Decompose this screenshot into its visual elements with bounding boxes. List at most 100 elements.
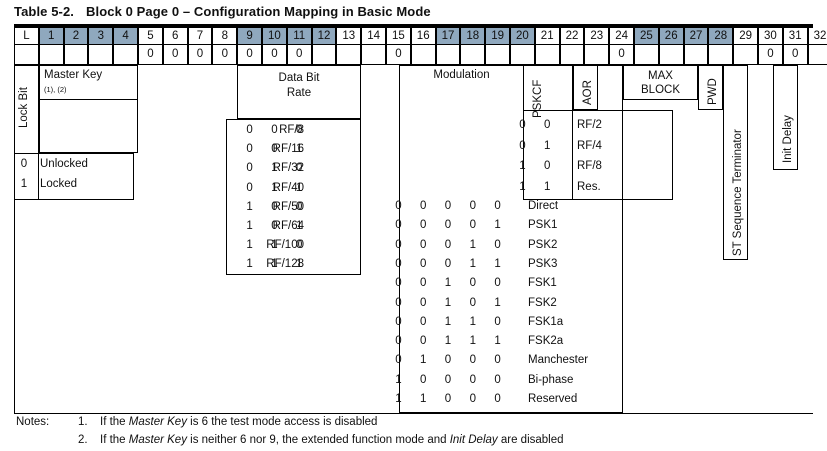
pskcf-name: RF/8 <box>577 160 602 172</box>
modulation-bit: 0 <box>419 335 427 348</box>
data-bit-rate-name: RF/40 <box>272 181 304 194</box>
modulation-label: Modulation <box>433 69 490 81</box>
modulation-bit: 0 <box>494 354 501 367</box>
data-bit-rate-bit: 0 <box>295 162 303 175</box>
modulation-bit: 1 <box>444 277 452 290</box>
modulation-name: FSK1a <box>528 315 564 328</box>
fixed-bit-cell-19 <box>485 45 510 65</box>
fixed-bit-cell-3 <box>88 45 114 65</box>
modulation-bit: 1 <box>494 296 501 309</box>
note-number-1: 1. <box>78 416 88 428</box>
fixed-bit-cell-lock <box>14 45 39 65</box>
modulation-bit: 0 <box>444 219 452 232</box>
modulation-bit: 0 <box>494 277 501 290</box>
fixed-bit-cell-7: 0 <box>187 45 213 65</box>
header-cell-13: 13 <box>336 28 362 45</box>
st-sequence-terminator-label: ST Sequence Terminator <box>732 129 744 256</box>
fixed-bit-cell-10: 0 <box>262 45 287 65</box>
modulation-bit: 0 <box>444 393 452 405</box>
modulation-bit: 0 <box>395 257 402 270</box>
fixed-bit-cell-23 <box>584 45 610 65</box>
header-cell-27: 27 <box>683 28 709 45</box>
modulation-bit: 1 <box>469 335 476 348</box>
fixed-bit-cell-13 <box>336 45 362 65</box>
data-bit-rate-bit: 0 <box>246 143 253 156</box>
modulation-bit: 0 <box>469 373 476 386</box>
modulation-bit: 1 <box>494 335 501 348</box>
fixed-bit-cell-2 <box>63 45 89 65</box>
data-bit-rate-bit: 0 <box>271 200 278 213</box>
fixed-bit-cell-8: 0 <box>212 45 238 65</box>
pskcf-name: Res. <box>577 180 601 193</box>
modulation-bit: 1 <box>469 238 476 251</box>
modulation-name: FSK1 <box>528 277 557 290</box>
header-cell-21: 21 <box>534 28 560 45</box>
modulation-bit: 1 <box>419 354 427 367</box>
notes-separator <box>14 413 813 414</box>
modulation-bit: 1 <box>469 257 476 270</box>
data-bit-rate-bit: 1 <box>271 258 278 271</box>
header-cell-1: 1 <box>38 28 64 45</box>
data-bit-rate-bit: 1 <box>295 181 303 194</box>
header-cell-19: 19 <box>485 28 510 45</box>
modulation-bit: 0 <box>395 335 402 348</box>
modulation-bit: 1 <box>444 315 452 328</box>
fixed-bit-cell-27 <box>683 45 709 65</box>
data-bit-rate-bit: 1 <box>295 258 303 271</box>
modulation-bit: 1 <box>444 296 452 309</box>
pskcf-bit: 1 <box>543 139 551 152</box>
modulation-bit: 0 <box>444 238 452 251</box>
modulation-bit: 0 <box>419 238 427 251</box>
fixed-bit-cell-24: 0 <box>609 45 634 65</box>
lock-bit-value-name-0: Unlocked <box>40 158 88 170</box>
header-cell-25: 25 <box>634 28 659 45</box>
modulation-name: PSK1 <box>528 219 558 232</box>
modulation-bit: 0 <box>395 315 402 328</box>
fixed-bit-cell-18 <box>460 45 486 65</box>
pskcf-bit: 0 <box>543 119 551 131</box>
header-cell-28: 28 <box>708 28 734 45</box>
data-bit-rate-bit: 1 <box>246 239 253 252</box>
fixed-bit-cell-29 <box>733 45 758 65</box>
modulation-bit: 0 <box>444 354 452 367</box>
header-cell-7: 7 <box>187 28 213 45</box>
data-bit-rate-bit: 1 <box>271 239 278 252</box>
header-cell-10: 10 <box>262 28 287 45</box>
fixed-bit-cell-32 <box>807 45 827 65</box>
fixed-bit-cell-21 <box>534 45 560 65</box>
pskcf-bit: 0 <box>519 119 526 131</box>
fixed-bit-cell-22 <box>559 45 585 65</box>
data-bit-rate-bit: 0 <box>246 162 253 175</box>
note-text-2: If the Master Key is neither 6 nor 9, th… <box>100 434 564 446</box>
header-cell-5: 5 <box>138 28 163 45</box>
data-bit-rate-bit: 1 <box>246 220 253 232</box>
data-bit-rate-name: RF/64 <box>272 220 304 232</box>
modulation-bit: 0 <box>494 315 501 328</box>
data-bit-rate-bit: 0 <box>295 124 303 136</box>
modulation-bit: 0 <box>494 393 501 405</box>
modulation-name: FSK2a <box>528 335 564 348</box>
data-bit-rate-name: RF/16 <box>272 143 304 156</box>
data-bit-rate-bit: 1 <box>295 143 303 156</box>
modulation-bit: 0 <box>395 238 402 251</box>
modulation-bit: 0 <box>469 277 476 290</box>
fixed-bit-cell-25 <box>634 45 659 65</box>
aor-box <box>573 65 598 110</box>
header-cell-20: 20 <box>510 28 535 45</box>
header-cell-29: 29 <box>733 28 758 45</box>
header-cell-22: 22 <box>559 28 585 45</box>
header-cell-23: 23 <box>584 28 610 45</box>
modulation-bit: 1 <box>444 335 452 348</box>
modulation-bit: 0 <box>395 277 402 290</box>
pwd-label: PWD <box>707 78 719 105</box>
modulation-bit: 0 <box>444 257 452 270</box>
fixed-bit-cell-31: 0 <box>782 45 808 65</box>
fixed-bit-cell-4 <box>113 45 138 65</box>
modulation-name: Manchester <box>528 354 589 367</box>
header-cell-14: 14 <box>361 28 386 45</box>
header-cell-16: 16 <box>410 28 436 45</box>
fixed-bit-cell-9: 0 <box>237 45 262 65</box>
table-number: Table 5-2. <box>14 4 75 19</box>
data-bit-rate-bit: 0 <box>271 124 278 136</box>
header-cell-11: 11 <box>286 28 312 45</box>
